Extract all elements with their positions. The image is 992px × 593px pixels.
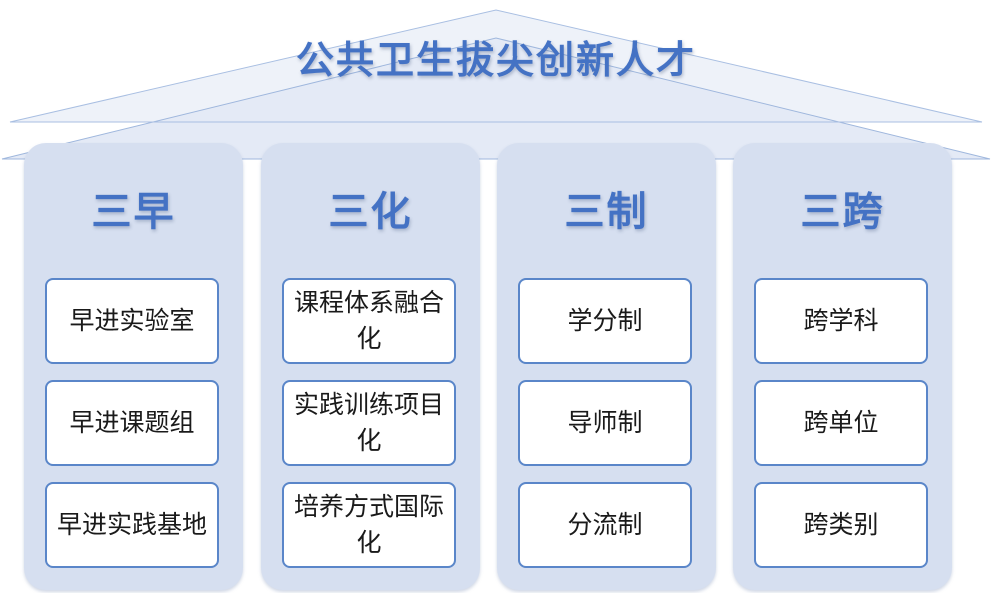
pillar-item: 学分制 [518,278,692,364]
pillar-item: 分流制 [518,482,692,568]
pillar-item: 导师制 [518,380,692,466]
pillar-item: 跨学科 [754,278,928,364]
pillar-heading: 三制 [564,189,649,235]
pillar-item: 培养方式国际化 [282,482,456,568]
pillar-item: 早进实验室 [45,278,219,364]
main-title: 公共卫生拔尖创新人才 [295,38,696,82]
pillar-heading: 三化 [328,189,413,235]
pillar-item: 早进课题组 [45,380,219,466]
pillar-item: 跨类别 [754,482,928,568]
pillar-item: 跨单位 [754,380,928,466]
pillar-item: 课程体系融合化 [282,278,456,364]
pillar-heading: 三跨 [800,189,885,235]
pillar-item: 早进实践基地 [45,482,219,568]
pillar-item: 实践训练项目化 [282,380,456,466]
pillar-heading: 三早 [91,189,176,235]
